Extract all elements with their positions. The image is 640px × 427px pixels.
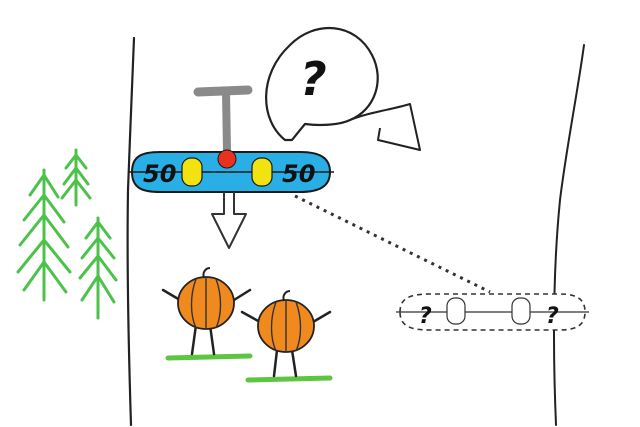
ghost-board: [396, 293, 589, 331]
pine-trees: [16, 148, 118, 320]
down-arrow-icon: [211, 192, 247, 249]
ghost-right-binding-icon: [511, 297, 531, 325]
pumpkin-character-right: [240, 290, 333, 383]
left-binding-icon: [181, 157, 203, 187]
right-binding-icon: [251, 157, 273, 187]
dotted-connector: [294, 194, 491, 294]
question-mark-text: ?: [300, 52, 327, 106]
pivot-dot-icon: [217, 149, 237, 169]
left-slope-line: [126, 36, 136, 427]
pumpkin-character-left: [161, 267, 253, 361]
stand-post: [193, 85, 253, 156]
board-right-label: 50: [282, 160, 315, 188]
ghost-left-label: ?: [419, 304, 432, 329]
snowboard: [128, 149, 334, 193]
board-left-label: 50: [143, 160, 176, 188]
right-slope-line: [552, 44, 585, 426]
ghost-right-label: ?: [546, 304, 559, 329]
thought-bubble: [265, 26, 421, 151]
ghost-left-binding-icon: [446, 297, 466, 325]
